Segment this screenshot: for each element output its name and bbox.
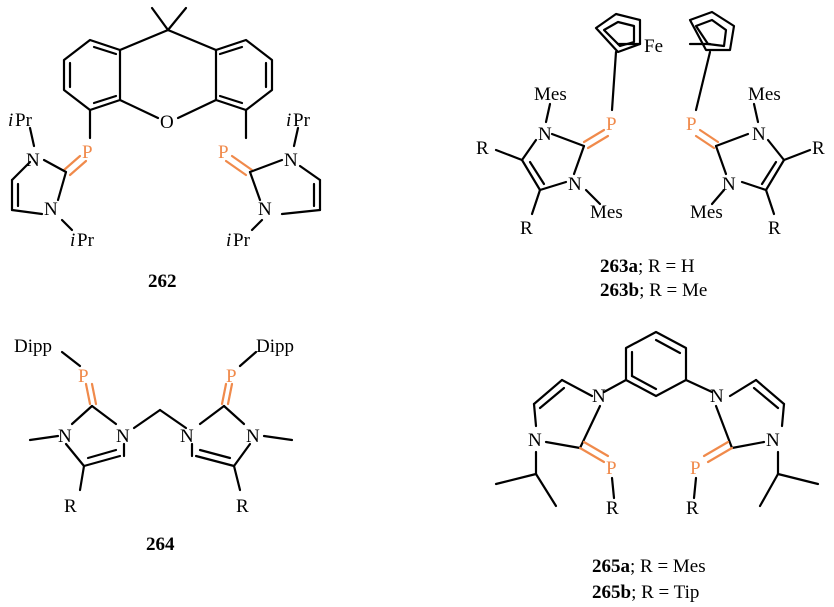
caption-263b: 263b; R = Me [600,280,707,301]
nitrogen-atom-label: N [58,426,72,447]
isopropyl-label: Pr [77,230,95,251]
nitrogen-atom-label: N [284,150,298,171]
caption-265b: 265b; R = Tip [592,582,699,603]
r-group-label: R [768,218,781,239]
compound-number-265a: 265a [592,556,631,577]
phosphorus-atom-label: P [218,142,229,163]
isopropyl-prefix: i [70,230,75,251]
compound-number-263b: 263b [600,280,639,301]
phosphorus-atom-label: P [606,114,617,135]
r-group-label: R [476,138,489,159]
compound-number-265b: 265b [592,582,631,603]
isopropyl-label: Pr [233,230,251,251]
iron-atom-label: Fe [644,36,663,57]
r-group-label: R [812,138,825,159]
r-group-label: R [606,498,619,519]
isopropyl-prefix: i [8,110,13,131]
phosphorus-atom-label: P [690,458,701,479]
compound-number-262: 262 [148,271,177,292]
phosphorus-atom-label: P [78,366,89,387]
r-group-label: R [236,496,249,517]
phosphorus-atom-label: P [82,142,93,163]
r-group-label: R [686,498,699,519]
nitrogen-atom-label: N [116,426,130,447]
oxygen-atom-label: O [160,112,174,133]
caption-263a: 263a; R = H [600,256,695,277]
compound-264: Dipp Dipp P P N N R N N R [14,336,294,555]
nitrogen-atom-label: N [528,430,542,451]
compound-number-264: 264 [146,534,175,555]
r-group-label: R [520,218,533,239]
phosphorus-atom-label: P [606,458,617,479]
nitrogen-atom-label: N [766,430,780,451]
isopropyl-prefix: i [226,230,231,251]
nitrogen-atom-label: N [710,386,724,407]
isopropyl-label: Pr [293,110,311,131]
mesityl-label: Mes [534,84,567,105]
r-group-label: R [64,496,77,517]
compound-265: N N P R N N P R 265a; R = Mes [494,330,820,603]
nitrogen-atom-label: N [246,426,260,447]
compound-263: Fe P P N N Mes Mes R R N N [476,10,825,301]
isopropyl-prefix: i [286,110,291,131]
nitrogen-atom-label: N [752,124,766,145]
dipp-label: Dipp [256,336,294,357]
mesityl-label: Mes [590,202,623,223]
nitrogen-atom-label: N [538,124,552,145]
caption-265a: 265a; R = Mes [592,556,706,577]
nitrogen-atom-label: N [26,150,40,171]
phosphorus-atom-label: P [686,114,697,135]
compound-number-263a: 263a [600,256,639,277]
nitrogen-atom-label: N [568,174,582,195]
substituent-note-265a: ; R = Mes [630,556,706,577]
compound-262: O P P N N i Pr i Pr N N i P [8,6,322,292]
nitrogen-atom-label: N [258,199,272,220]
mesityl-label: Mes [690,202,723,223]
phosphorus-atom-label: P [226,366,237,387]
substituent-note-265b: ; R = Tip [631,582,699,603]
isopropyl-label: Pr [15,110,33,131]
substituent-note-263a: ; R = H [638,256,695,277]
nitrogen-atom-label: N [44,199,58,220]
substituent-note-263b: ; R = Me [639,280,707,301]
mesityl-label: Mes [748,84,781,105]
nitrogen-atom-label: N [180,426,194,447]
dipp-label: Dipp [14,336,52,357]
nitrogen-atom-label: N [722,174,736,195]
nitrogen-atom-label: N [592,386,606,407]
